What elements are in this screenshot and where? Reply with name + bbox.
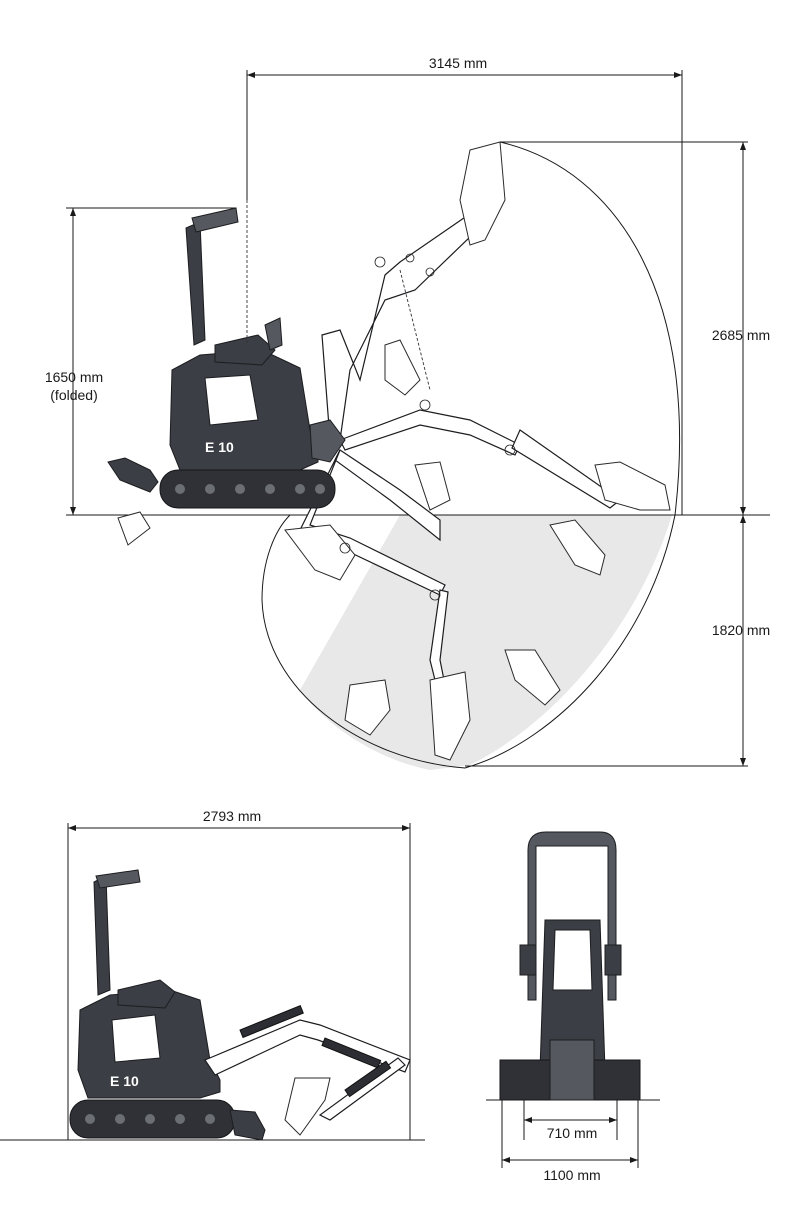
dimension-max-height: 2685 mm	[500, 141, 770, 515]
excavator-transport: E 10	[69, 869, 411, 1141]
excavator-side-view: E 10	[107, 207, 346, 546]
track-width-inner-label: 710 mm	[547, 1125, 598, 1141]
boom-position-high	[321, 141, 506, 441]
transport-view: 2793 mm E 10	[0, 808, 425, 1141]
front-view: 710 mm 1100 mm	[486, 831, 660, 1183]
folded-note-label: (folded)	[50, 387, 97, 403]
dig-envelope	[261, 514, 676, 769]
reach-width-label: 3145 mm	[429, 55, 487, 71]
dimension-reach-width: 3145 mm	[246, 55, 683, 515]
boom-position-mid	[339, 339, 671, 511]
working-range-diagram: E 10 3145 mm 1650	[45, 55, 770, 770]
reach-envelope	[499, 141, 681, 516]
folded-height-label: 1650 mm	[45, 369, 103, 385]
model-label-transport: E 10	[110, 1073, 139, 1089]
dig-area-shade	[300, 515, 672, 770]
dimension-dig-depth: 1820 mm	[465, 515, 770, 767]
dig-depth-label: 1820 mm	[712, 622, 770, 638]
transport-length-label: 2793 mm	[203, 808, 261, 824]
dimension-folded-height: 1650 mm (folded)	[45, 207, 236, 515]
model-label: E 10	[205, 439, 234, 455]
track-width-outer-label: 1100 mm	[543, 1167, 600, 1183]
boom-position-low	[284, 449, 606, 761]
max-height-label: 2685 mm	[712, 327, 770, 343]
